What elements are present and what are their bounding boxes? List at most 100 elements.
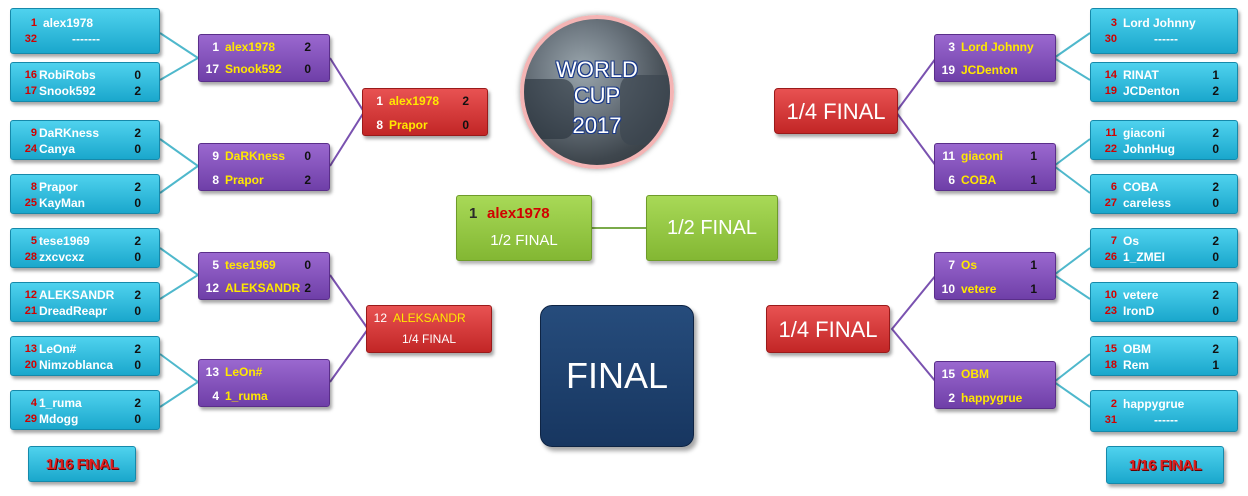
score: 0 bbox=[134, 196, 141, 210]
logo-line-2: CUP bbox=[573, 83, 621, 108]
seed: 6 bbox=[948, 173, 955, 187]
player-name: alex1978 bbox=[225, 40, 276, 54]
seed: 8 bbox=[376, 118, 383, 132]
player-name: JCDenton bbox=[1123, 84, 1180, 98]
player-name: alex1978 bbox=[43, 16, 94, 30]
seed: 8 bbox=[30, 181, 37, 193]
seed: 10 bbox=[941, 282, 955, 296]
seed: 3 bbox=[1110, 17, 1117, 29]
bye-placeholder: ------ bbox=[1154, 413, 1178, 427]
score: 0 bbox=[134, 68, 141, 82]
seed: 7 bbox=[948, 258, 955, 272]
seed: 28 bbox=[24, 251, 37, 263]
seed: 26 bbox=[1104, 251, 1117, 263]
round-label: 1/4 FINAL bbox=[401, 332, 457, 346]
score: 2 bbox=[1212, 84, 1219, 98]
score: 1 bbox=[1212, 68, 1219, 82]
stage-label-r16-right: 1/16 FINAL bbox=[1106, 446, 1224, 484]
player-name: RobiRobs bbox=[39, 68, 96, 82]
seed: 16 bbox=[24, 69, 37, 81]
player-name: 1_ZMEI bbox=[1123, 250, 1166, 264]
qf-right-bottom-label: 1/4 FINAL bbox=[766, 305, 890, 353]
score: 2 bbox=[134, 396, 141, 410]
score: 0 bbox=[134, 304, 141, 318]
seed: 17 bbox=[205, 62, 219, 76]
seed: 2 bbox=[948, 391, 955, 405]
player-name: Prapor bbox=[389, 118, 428, 132]
seed: 14 bbox=[1104, 69, 1117, 81]
score: 0 bbox=[1212, 250, 1219, 264]
final-box: FINAL bbox=[540, 305, 694, 447]
seed: 11 bbox=[942, 149, 955, 163]
seed: 12 bbox=[373, 311, 387, 325]
player-name: Rem bbox=[1123, 358, 1150, 372]
score: 2 bbox=[1212, 288, 1219, 302]
player-name: zxcvcxz bbox=[39, 250, 85, 264]
score: 0 bbox=[304, 149, 311, 163]
player-name: careless bbox=[1123, 196, 1172, 210]
player-name: LeOn# bbox=[225, 365, 263, 379]
score: 1 bbox=[1030, 258, 1037, 272]
player-name: Prapor bbox=[225, 173, 264, 187]
seed: 29 bbox=[24, 413, 37, 425]
score: 2 bbox=[304, 281, 311, 295]
score: 1 bbox=[1030, 149, 1037, 163]
player-name: Os bbox=[1123, 234, 1140, 248]
seed: 6 bbox=[1110, 181, 1117, 193]
score: 2 bbox=[134, 234, 141, 248]
score: 0 bbox=[1212, 142, 1219, 156]
score: 0 bbox=[134, 142, 141, 156]
score: 2 bbox=[134, 288, 141, 302]
player-name: happygrue bbox=[1123, 397, 1185, 411]
player-name: DreadReapr bbox=[39, 304, 108, 318]
player-name: KayMan bbox=[39, 196, 86, 210]
player-name: tese1969 bbox=[39, 234, 90, 248]
seed: 18 bbox=[1104, 359, 1117, 371]
seed: 19 bbox=[941, 63, 955, 77]
seed: 7 bbox=[1110, 235, 1117, 247]
seed: 9 bbox=[212, 149, 219, 163]
bye-placeholder: ------ bbox=[1154, 32, 1178, 46]
score: 0 bbox=[1212, 196, 1219, 210]
score: 1 bbox=[1030, 173, 1037, 187]
player-name: OBM bbox=[1123, 342, 1151, 356]
player-name: RINAT bbox=[1123, 68, 1159, 82]
player-name: alex1978 bbox=[389, 94, 440, 108]
seed: 1 bbox=[376, 94, 383, 108]
seed: 15 bbox=[941, 367, 955, 381]
score: 2 bbox=[1212, 342, 1219, 356]
player-name: Canya bbox=[39, 142, 76, 156]
seed: 2 bbox=[1110, 398, 1117, 410]
logo-line-3: 2017 bbox=[572, 113, 622, 138]
seed: 27 bbox=[1104, 197, 1117, 209]
score: 2 bbox=[134, 126, 141, 140]
player-name: giaconi bbox=[1123, 126, 1166, 140]
seed: 12 bbox=[24, 289, 37, 301]
score: 0 bbox=[134, 358, 141, 372]
player-name: vetere bbox=[1123, 288, 1159, 302]
seed: 3 bbox=[948, 40, 955, 54]
seed: 11 bbox=[1105, 127, 1117, 139]
seed: 24 bbox=[24, 143, 37, 155]
player-name: JCDenton bbox=[961, 63, 1018, 77]
logo-line-1: WORLD bbox=[556, 57, 638, 82]
player-name: happygrue bbox=[961, 391, 1023, 405]
player-name: COBA bbox=[1123, 180, 1159, 194]
seed: 5 bbox=[212, 258, 219, 272]
seed: 13 bbox=[24, 343, 37, 355]
